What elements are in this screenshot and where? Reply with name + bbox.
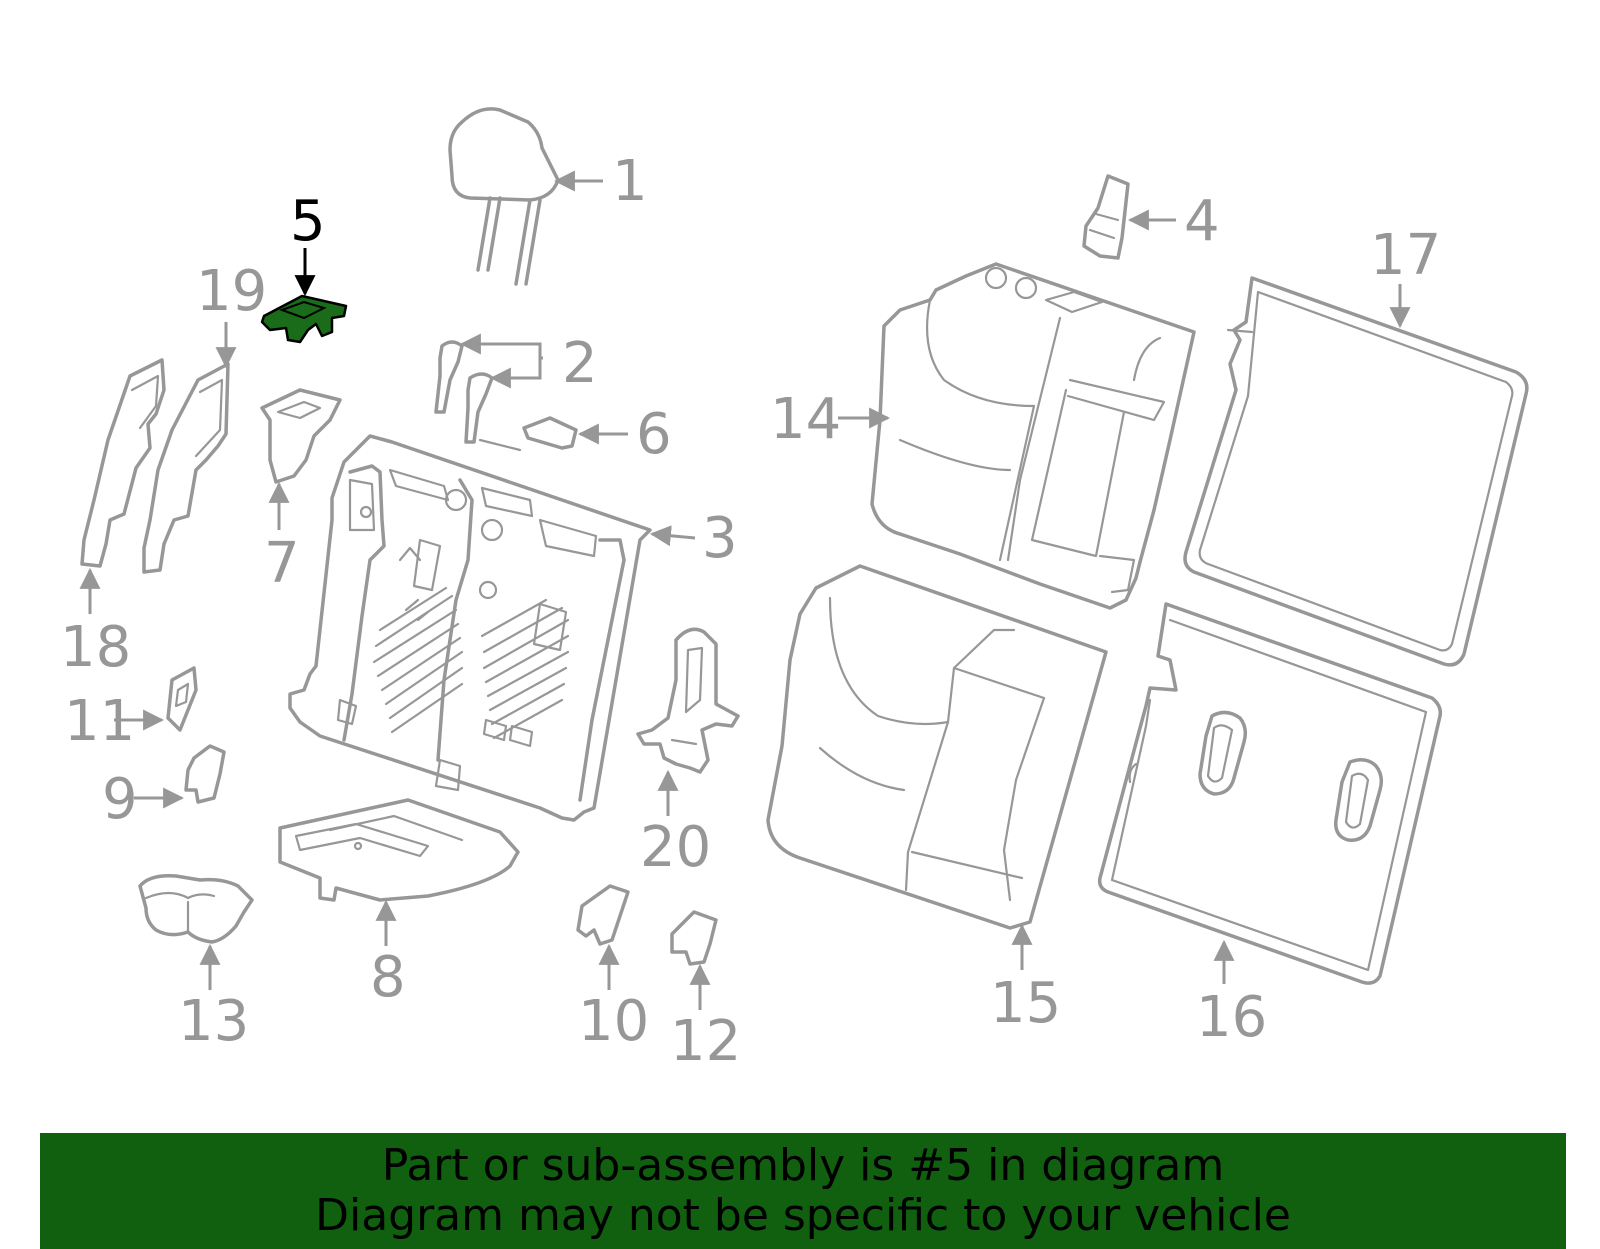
callout-15: 15 bbox=[990, 971, 1061, 1036]
part-17-back-panel[interactable] bbox=[1183, 276, 1529, 667]
part-1-headrest[interactable] bbox=[448, 107, 560, 286]
part-10-bracket[interactable] bbox=[576, 884, 630, 946]
callout-19: 19 bbox=[196, 259, 267, 324]
part-16-cushion-panel[interactable] bbox=[1097, 602, 1443, 985]
parts-diagram: 1 2 3 4 5 6 7 8 9 10 11 12 13 14 15 16 1… bbox=[60, 107, 1529, 1074]
part-11-clip[interactable] bbox=[166, 666, 198, 732]
callout-7: 7 bbox=[264, 531, 300, 596]
part-8-cushion-frame[interactable] bbox=[278, 798, 520, 902]
part-6-cap[interactable] bbox=[522, 416, 578, 450]
callout-13: 13 bbox=[178, 989, 249, 1054]
callout-1: 1 bbox=[612, 149, 648, 214]
callout-8: 8 bbox=[370, 945, 406, 1010]
callout-labels: 1 2 3 4 5 6 7 8 9 10 11 12 13 14 15 16 1… bbox=[60, 149, 1441, 1074]
part-12-bracket[interactable] bbox=[670, 910, 718, 966]
callout-5-highlighted: 5 bbox=[290, 189, 326, 254]
callout-3: 3 bbox=[702, 506, 738, 571]
callout-20: 20 bbox=[640, 815, 711, 880]
callout-10: 10 bbox=[578, 989, 649, 1054]
part-9-clip[interactable] bbox=[184, 744, 226, 804]
part-2-bolts[interactable] bbox=[434, 340, 494, 444]
callout-16: 16 bbox=[1196, 985, 1267, 1050]
callout-17: 17 bbox=[1370, 223, 1441, 288]
callout-12: 12 bbox=[670, 1009, 741, 1074]
part-3-seatback-frame[interactable] bbox=[288, 434, 652, 822]
part-5-highlighted-clip[interactable] bbox=[260, 294, 348, 344]
callout-2: 2 bbox=[562, 331, 598, 396]
part-14-seatback-pad[interactable] bbox=[870, 262, 1196, 610]
part-15-cushion-pad[interactable] bbox=[766, 564, 1108, 930]
leader-lines bbox=[79, 170, 1411, 1010]
part-7-bracket[interactable] bbox=[260, 388, 342, 484]
banner-line-1: Part or sub-assembly is #5 in diagram bbox=[381, 1140, 1225, 1191]
part-13-cup-holder[interactable] bbox=[138, 873, 254, 944]
info-banner: Part or sub-assembly is #5 in diagram Di… bbox=[40, 1133, 1566, 1249]
banner-line-2: Diagram may not be specific to your vehi… bbox=[315, 1190, 1291, 1241]
callout-18: 18 bbox=[60, 615, 131, 680]
callout-4: 4 bbox=[1184, 189, 1220, 254]
callout-6: 6 bbox=[636, 402, 672, 467]
callout-9: 9 bbox=[102, 767, 138, 832]
part-19-trim-panel[interactable] bbox=[142, 362, 230, 574]
part-20-hinge-bracket[interactable] bbox=[636, 627, 740, 774]
part-18-trim-panel[interactable] bbox=[80, 358, 166, 568]
callout-11: 11 bbox=[64, 689, 135, 754]
callout-14: 14 bbox=[770, 387, 841, 452]
part-4-latch-cover[interactable] bbox=[1082, 174, 1130, 260]
